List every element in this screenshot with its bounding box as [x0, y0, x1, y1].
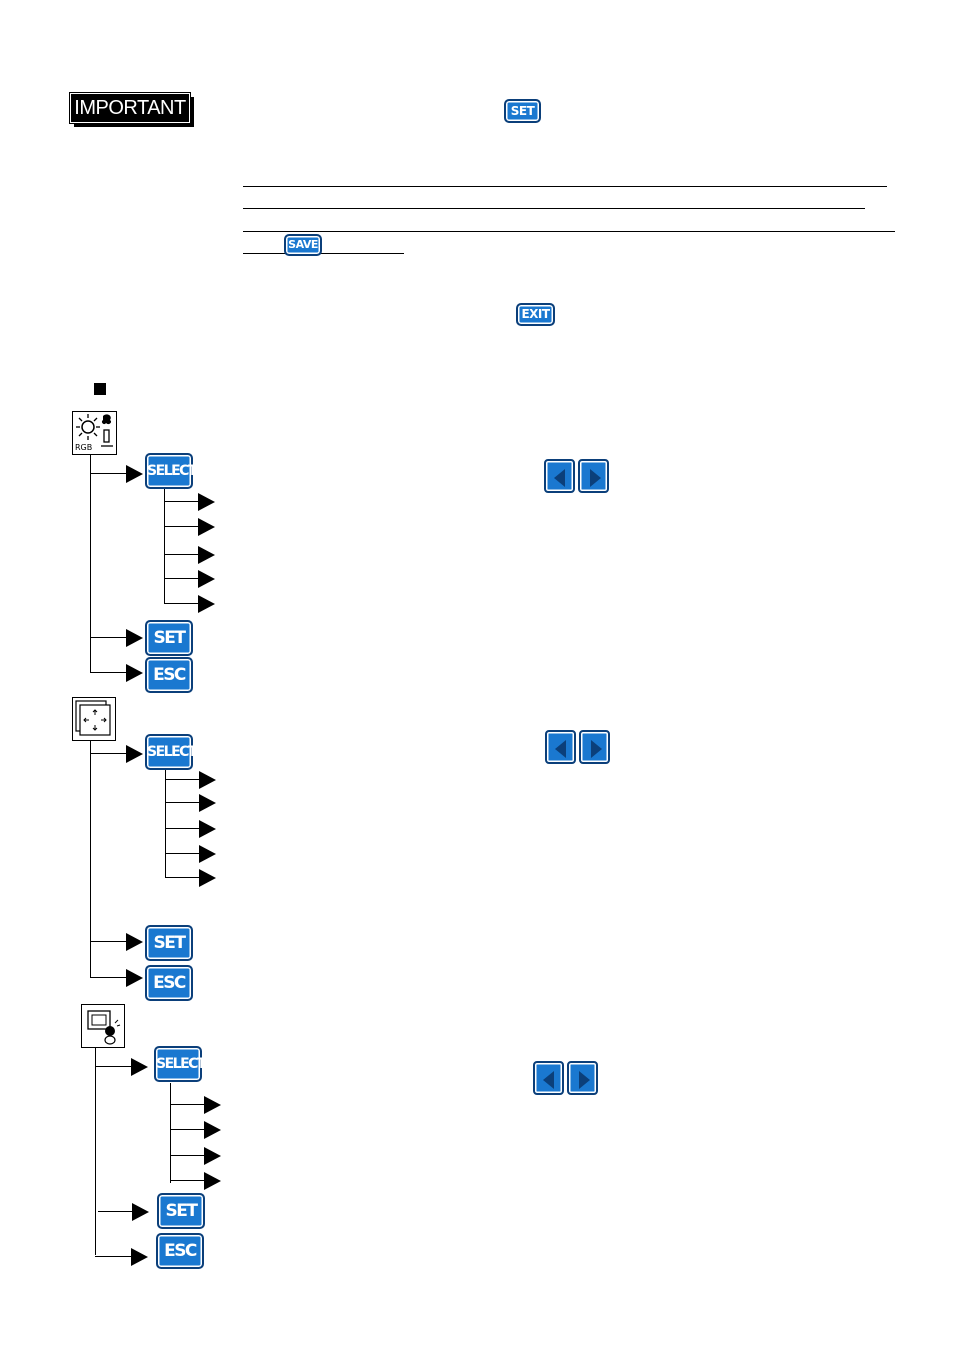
save-button-inline: SAVE	[284, 234, 322, 256]
menu2-sub-arrow-1	[165, 771, 217, 789]
right-arrow-button[interactable]	[567, 1061, 598, 1095]
menu1-branch	[164, 489, 165, 604]
menu1-trunk	[90, 455, 91, 673]
left-arrow-button[interactable]	[545, 730, 576, 764]
right-arrow-button[interactable]	[578, 459, 609, 493]
set-button-1[interactable]: SET	[145, 620, 193, 656]
menu1-arrow-select	[90, 465, 144, 483]
screen-position-icon	[72, 697, 116, 741]
rule-4	[243, 253, 404, 254]
menu2-sub-arrow-2	[165, 794, 217, 812]
exit-button-inline: EXIT	[516, 303, 555, 326]
menu2-sub-arrow-3	[165, 820, 217, 838]
select-button-2[interactable]: SELECT	[145, 734, 197, 770]
set-button-3[interactable]: SET	[157, 1193, 205, 1229]
select-button-3[interactable]: SELECT	[154, 1046, 206, 1082]
monitor-settings-icon	[81, 1004, 125, 1048]
menu2-branch	[165, 770, 166, 878]
right-arrow-button[interactable]	[579, 730, 610, 764]
section-bullet-icon	[94, 383, 106, 395]
menu2-sub-arrow-5	[165, 869, 217, 887]
menu1-arrow-set	[90, 629, 144, 647]
rule-2	[243, 208, 865, 209]
menu2-arrow-esc	[90, 969, 144, 987]
select-button-1[interactable]: SELECT	[145, 453, 197, 489]
esc-button-2[interactable]: ESC	[145, 965, 193, 1001]
menu2-arrow-set	[90, 933, 144, 951]
important-badge: IMPORTANT	[69, 92, 194, 127]
set-button-2[interactable]: SET	[145, 925, 193, 961]
rule-1	[243, 186, 887, 187]
rule-3	[243, 231, 895, 232]
left-arrow-button[interactable]	[533, 1061, 564, 1095]
menu3-trunk	[95, 1048, 96, 1255]
rgb-icon-label: RGB	[75, 443, 93, 452]
color-rgb-icon: RGB	[72, 411, 117, 455]
menu1-sub-arrow-1	[164, 493, 216, 511]
menu1-sub-arrow-5	[164, 595, 216, 613]
menu3-arrow-esc	[95, 1248, 149, 1266]
menu2-arrow-select	[90, 745, 144, 763]
menu2-nav-buttons	[545, 730, 611, 764]
menu2-sub-arrow-4	[165, 845, 217, 863]
menu1-sub-arrow-3	[164, 546, 216, 564]
important-label: IMPORTANT	[69, 92, 191, 124]
menu3-sub-arrow-1	[170, 1096, 222, 1114]
esc-button-1[interactable]: ESC	[145, 657, 193, 693]
menu1-sub-arrow-4	[164, 570, 216, 588]
esc-button-3[interactable]: ESC	[156, 1233, 204, 1269]
menu1-sub-arrow-2	[164, 518, 216, 536]
menu3-arrow-set	[98, 1203, 150, 1221]
menu3-nav-buttons	[533, 1061, 599, 1095]
menu3-arrow-select	[95, 1058, 149, 1076]
menu3-branch	[170, 1083, 171, 1183]
left-arrow-button[interactable]	[544, 459, 575, 493]
set-button-inline: SET	[504, 99, 541, 123]
menu3-sub-arrow-4	[170, 1172, 222, 1190]
menu2-trunk	[90, 741, 91, 978]
menu1-nav-buttons	[544, 459, 610, 493]
menu3-sub-arrow-2	[170, 1121, 222, 1139]
menu3-sub-arrow-3	[170, 1147, 222, 1165]
menu1-arrow-esc	[90, 664, 144, 682]
